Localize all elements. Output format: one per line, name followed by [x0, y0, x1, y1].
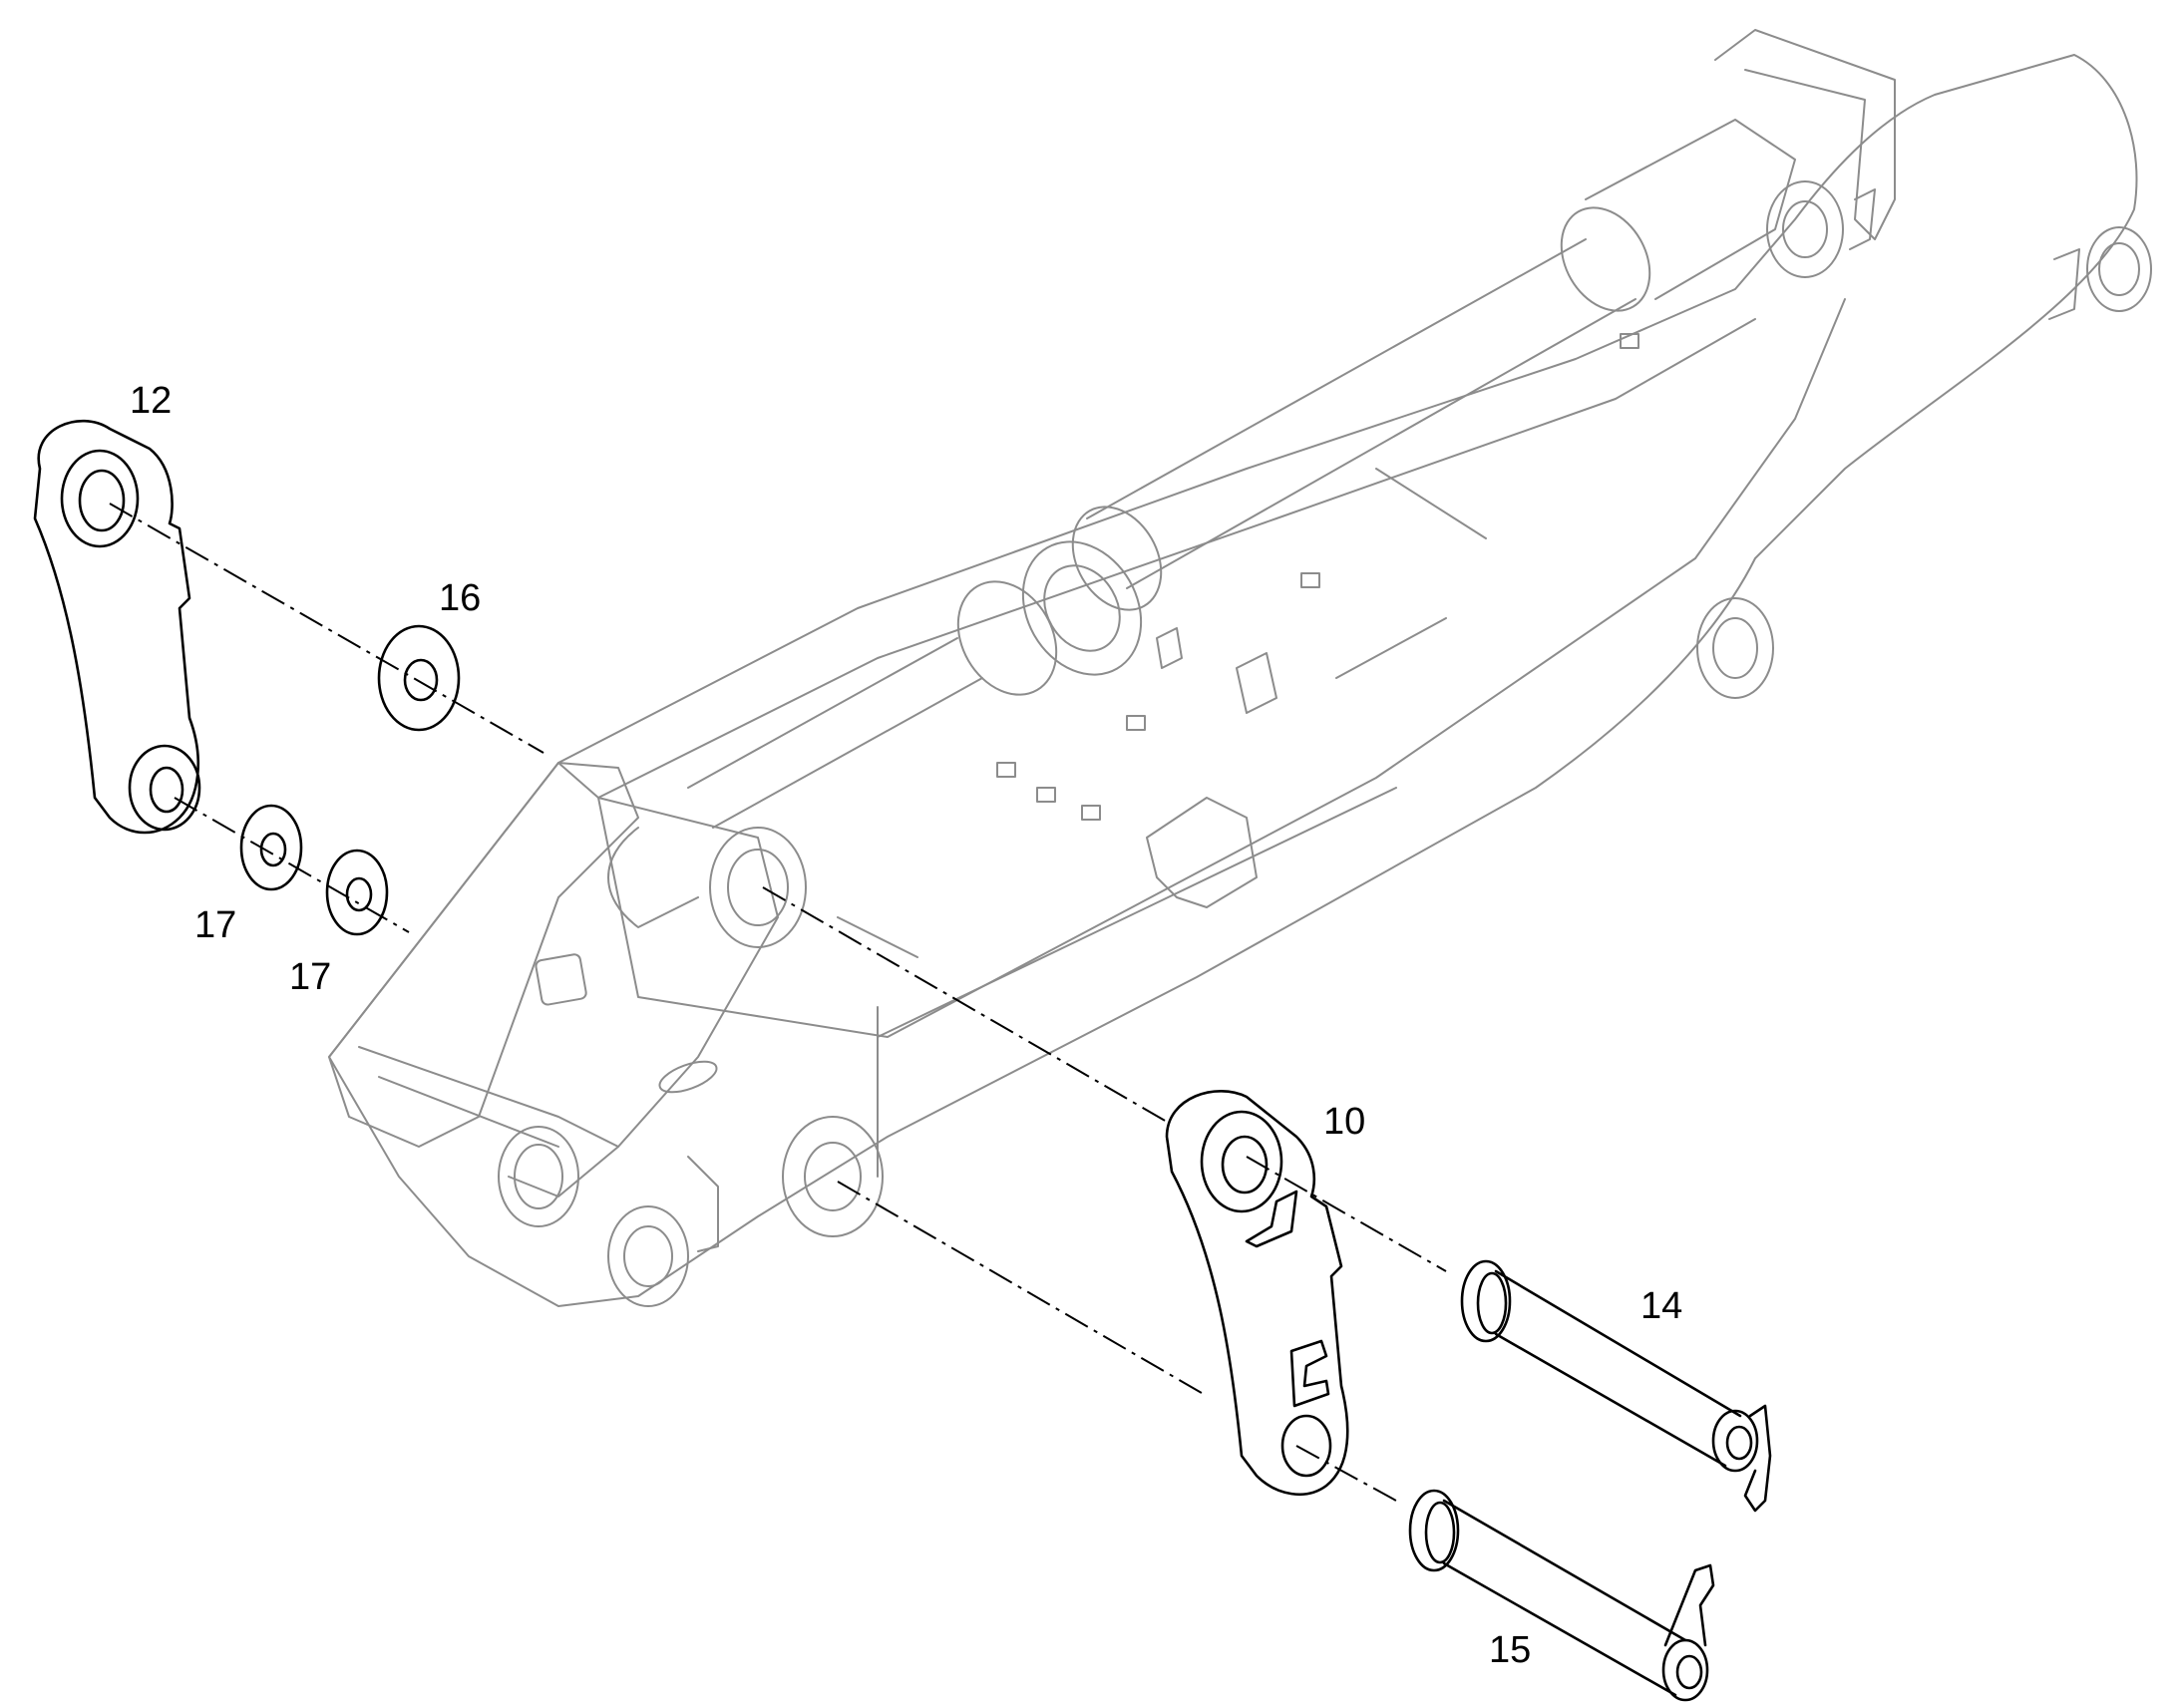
washer-17a-inner	[259, 832, 287, 867]
cylinder-eye	[709, 827, 807, 948]
callout-16: 16	[439, 577, 481, 619]
fork-bore-lower-inner	[623, 1225, 673, 1287]
pad-2	[1036, 787, 1056, 803]
washer-part-17-a[interactable]	[239, 804, 303, 891]
top-guard	[1714, 29, 1896, 240]
cylinder-rod	[687, 637, 983, 829]
callout-17-b: 17	[289, 956, 331, 998]
t-bracket	[1146, 797, 1258, 908]
washer-17a-outer	[239, 804, 303, 891]
washer-17b-inner	[345, 876, 373, 912]
pin-15-head	[1408, 1489, 1460, 1572]
top-bore-right-inner	[2098, 242, 2140, 296]
pad-5	[1300, 572, 1320, 588]
pin-15-head-inner	[1424, 1501, 1456, 1564]
hole-row	[837, 916, 918, 958]
cylinder-eye-hub	[607, 827, 699, 928]
link-10-outline	[1165, 1089, 1349, 1497]
callout-15: 15	[1489, 1629, 1531, 1671]
hook-bracket-right	[2048, 248, 2080, 320]
cylinder-flange	[1021, 540, 1143, 676]
fork-bore-front-inner	[514, 1144, 563, 1209]
link-10-top-bore	[1221, 1135, 1269, 1195]
link-12-top-boss	[60, 449, 140, 548]
arm-main-bore	[782, 1116, 884, 1237]
small-block-2	[1156, 627, 1183, 669]
leader-cylinder-10	[762, 886, 1168, 1123]
fork-bore-front	[498, 1126, 579, 1227]
arm-lower-edge	[877, 787, 1397, 1178]
link-10-hook-lower	[1289, 1339, 1330, 1408]
cylinder-top-mount	[1585, 119, 1796, 300]
pad-3	[1081, 805, 1101, 821]
callout-10: 10	[1323, 1101, 1365, 1143]
cylinder-gland	[956, 580, 1058, 696]
oval-plate	[658, 1060, 718, 1094]
cylinder-eye-inner	[727, 849, 789, 926]
pad-6	[1620, 333, 1639, 349]
leader-10-15	[1295, 1445, 1397, 1502]
washer-16-outer	[377, 624, 461, 732]
arm-cross-line	[1375, 468, 1487, 539]
pad-4	[1126, 715, 1146, 731]
pin-part-15[interactable]	[1408, 1489, 1715, 1702]
washer-17b-outer	[325, 849, 389, 936]
pin-14-end	[1711, 1409, 1759, 1473]
link-12-bottom-bore	[149, 766, 184, 814]
link-part-12[interactable]	[33, 419, 201, 835]
pin-15-end-bore	[1675, 1654, 1703, 1690]
cylinder-end-collar	[1560, 206, 1651, 312]
cylinder-barrel	[1086, 238, 1636, 589]
link-10-bottom-bore	[1280, 1414, 1332, 1478]
pin-15-tab	[1663, 1563, 1715, 1647]
pin-14-tab	[1743, 1404, 1772, 1513]
cylinder-collar	[1071, 506, 1163, 611]
mid-bore-inner	[1712, 617, 1758, 679]
pin-part-14[interactable]	[1460, 1259, 1772, 1513]
square-plate-fork	[535, 953, 587, 1006]
fork-left-plate	[328, 762, 639, 1148]
leader-arm-10-bottom	[837, 1181, 1208, 1397]
pin-14-head-inner	[1476, 1271, 1508, 1335]
pin-15-end	[1661, 1638, 1709, 1702]
link-10-hook-upper	[1245, 1190, 1298, 1248]
top-bore-left	[1766, 180, 1844, 278]
fork-right-plate	[508, 797, 779, 1197]
washer-part-17-b[interactable]	[325, 849, 389, 936]
leader-lines	[109, 503, 1447, 1502]
pin-14-shaft	[1494, 1269, 1742, 1468]
lower-bracket	[687, 1156, 719, 1252]
arm-top-edge	[557, 318, 1756, 799]
boom-arm-assembly	[328, 29, 2152, 1307]
fork-bore-lower	[607, 1205, 689, 1307]
pin-14-end-bore	[1725, 1425, 1753, 1461]
callout-14: 14	[1640, 1285, 1682, 1327]
callout-12: 12	[130, 380, 172, 422]
link-10-top-boss	[1200, 1110, 1283, 1213]
hook-bracket-top	[1849, 188, 1876, 250]
arm-main-bore-inner	[804, 1142, 862, 1211]
pin-14-head	[1460, 1259, 1512, 1343]
pad-1	[996, 762, 1016, 778]
top-bore-left-inner	[1782, 200, 1828, 258]
leader-10-14	[1246, 1156, 1447, 1272]
link-12-outline	[33, 419, 199, 835]
link-12-top-bore	[78, 469, 126, 532]
link-part-10[interactable]	[1165, 1089, 1349, 1497]
callout-17-a: 17	[194, 904, 236, 946]
small-block-1	[1236, 652, 1277, 714]
arm-cross-line-2	[1335, 617, 1447, 679]
arm-side-edge	[597, 298, 1846, 1038]
pin-15-shaft	[1442, 1499, 1687, 1697]
washer-16-inner	[403, 658, 439, 702]
washer-part-16[interactable]	[377, 624, 461, 732]
fork-crossbar	[358, 1046, 619, 1148]
top-bore-right	[2086, 226, 2152, 312]
link-12-bottom-boss	[128, 744, 201, 832]
leader-12-17-bottom	[174, 797, 410, 933]
mid-bore	[1696, 597, 1774, 699]
leader-12-16-top	[109, 503, 545, 754]
